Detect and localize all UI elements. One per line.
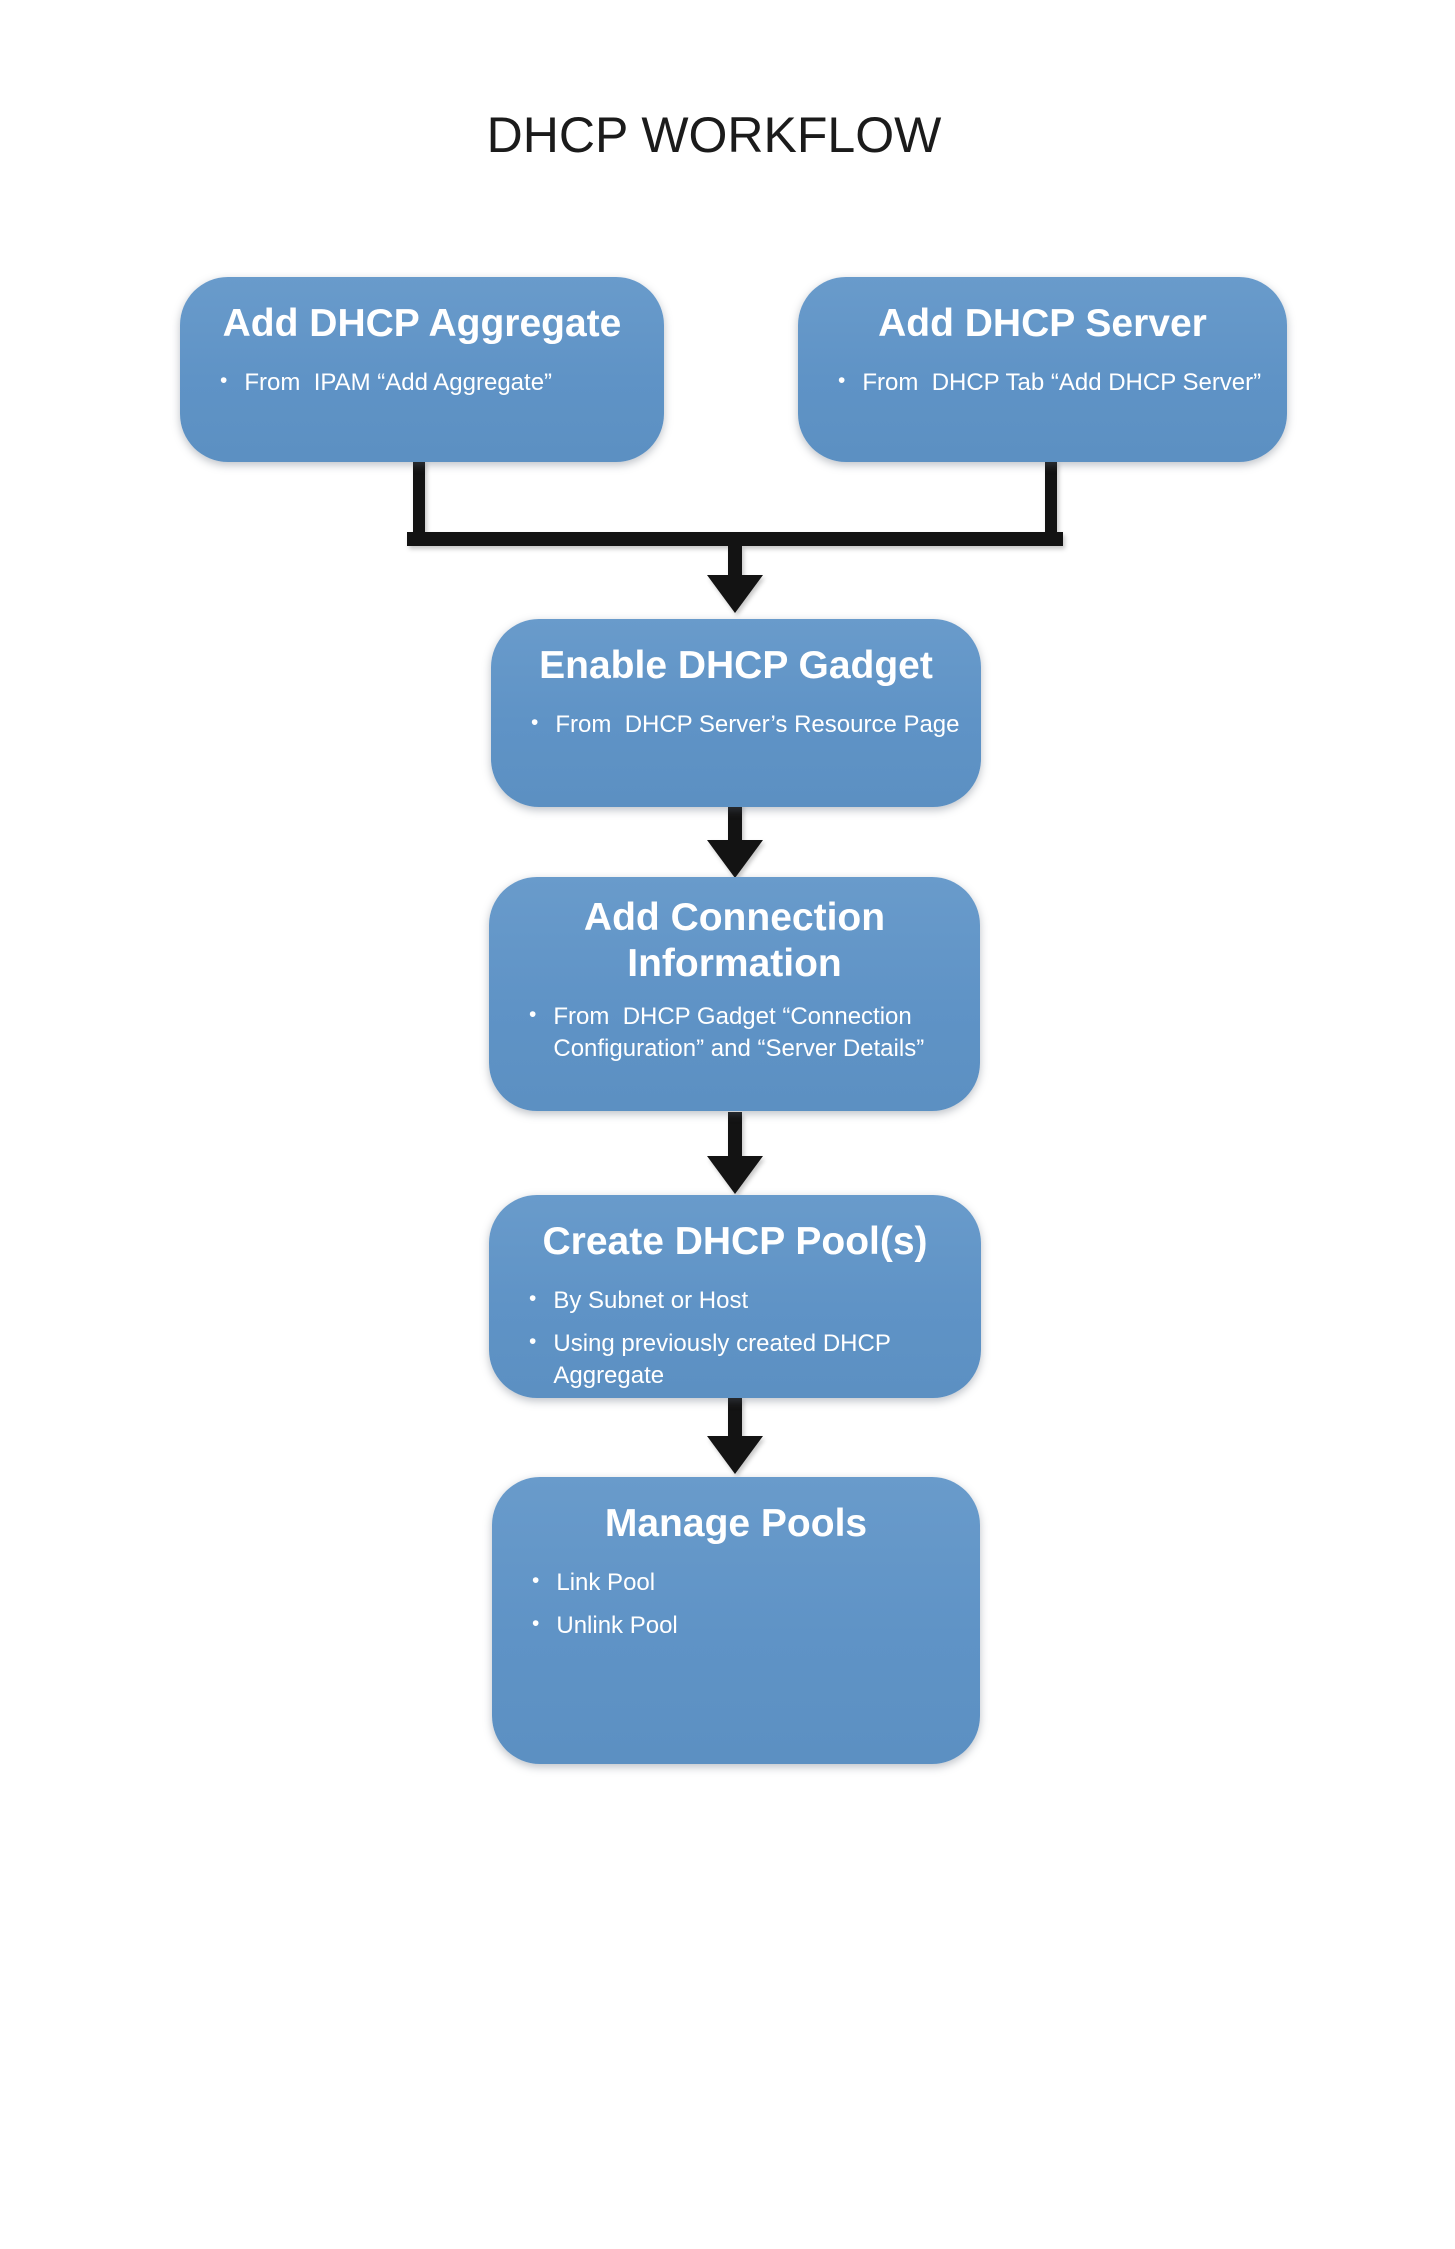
bullet-marker: • [532, 1569, 540, 1593]
node-title: Enable DHCP Gadget [539, 644, 933, 687]
node-title: Create DHCP Pool(s) [542, 1220, 928, 1263]
merge-arrow-shaft [728, 545, 742, 578]
merge-connector-right-line [1045, 460, 1057, 538]
bullet-marker: • [531, 711, 539, 735]
node-bullets: • From IPAM “Add Aggregate” [180, 367, 664, 399]
bullet-item: • Using previously created DHCP Aggregat… [529, 1328, 969, 1392]
flow-node-enable-dhcp-gadget: Enable DHCP Gadget • From DHCP Server’s … [491, 619, 981, 807]
node-bullets: • From DHCP Gadget “Connection Configura… [489, 1001, 980, 1065]
flow-node-create-dhcp-pools: Create DHCP Pool(s) • By Subnet or Host … [489, 1195, 981, 1398]
flow-node-add-dhcp-aggregate: Add DHCP Aggregate • From IPAM “Add Aggr… [180, 277, 664, 462]
bullet-marker: • [220, 369, 228, 393]
bullet-item: • By Subnet or Host [529, 1285, 969, 1317]
arrow-shaft-connection-to-pools [728, 1112, 742, 1158]
page-title: DHCP WORKFLOW [486, 107, 942, 163]
bullet-marker: • [532, 1612, 540, 1636]
bullet-text: By Subnet or Host [553, 1287, 749, 1315]
bullet-marker: • [529, 1287, 537, 1311]
bullet-text: From DHCP Gadget “Connection Configurati… [553, 1003, 925, 1063]
node-bullets: • Link Pool • Unlink Pool [492, 1567, 980, 1642]
bullet-text: From DHCP Tab “Add DHCP Server” [862, 369, 1262, 397]
bullet-item: • Unlink Pool [532, 1610, 968, 1642]
node-title: Add DHCP Server [878, 302, 1207, 345]
bullet-text: From DHCP Server’s Resource Page [555, 711, 960, 739]
node-bullets: • From DHCP Tab “Add DHCP Server” [798, 367, 1287, 399]
bullet-item: • Link Pool [532, 1567, 968, 1599]
node-bullets: • From DHCP Server’s Resource Page [491, 709, 981, 741]
node-bullets: • By Subnet or Host • Using previously c… [489, 1285, 981, 1392]
merge-arrow-head-icon [707, 575, 763, 613]
bullet-marker: • [529, 1003, 537, 1027]
bullet-text: Unlink Pool [556, 1612, 678, 1640]
node-title: Manage Pools [604, 1502, 868, 1545]
arrow-head-pools-to-manage-icon [707, 1436, 763, 1474]
arrow-shaft-gadget-to-connection [728, 803, 742, 845]
node-title: Add DHCP Aggregate [222, 302, 622, 345]
arrow-shaft-pools-to-manage [728, 1396, 742, 1438]
merge-connector-left-line [413, 460, 425, 538]
bullet-text: Using previously created DHCP Aggregate [553, 1330, 896, 1390]
bullet-text: From IPAM “Add Aggregate” [244, 369, 553, 397]
node-title: Add Connection Information [583, 896, 886, 986]
arrow-head-connection-to-pools-icon [707, 1156, 763, 1194]
flow-node-add-connection-information: Add Connection Information • From DHCP G… [489, 877, 980, 1111]
merge-connector-horizontal-bar [407, 532, 1063, 546]
bullet-item: • From DHCP Server’s Resource Page [531, 709, 969, 741]
bullet-text: Link Pool [556, 1569, 656, 1597]
bullet-item: • From DHCP Tab “Add DHCP Server” [838, 367, 1275, 399]
bullet-item: • From DHCP Gadget “Connection Configura… [529, 1001, 968, 1065]
flow-node-add-dhcp-server: Add DHCP Server • From DHCP Tab “Add DHC… [798, 277, 1287, 462]
bullet-item: • From IPAM “Add Aggregate” [220, 367, 652, 399]
bullet-marker: • [838, 369, 846, 393]
bullet-marker: • [529, 1330, 537, 1354]
arrow-head-gadget-to-connection-icon [707, 840, 763, 878]
flow-node-manage-pools: Manage Pools • Link Pool • Unlink Pool [492, 1477, 980, 1764]
